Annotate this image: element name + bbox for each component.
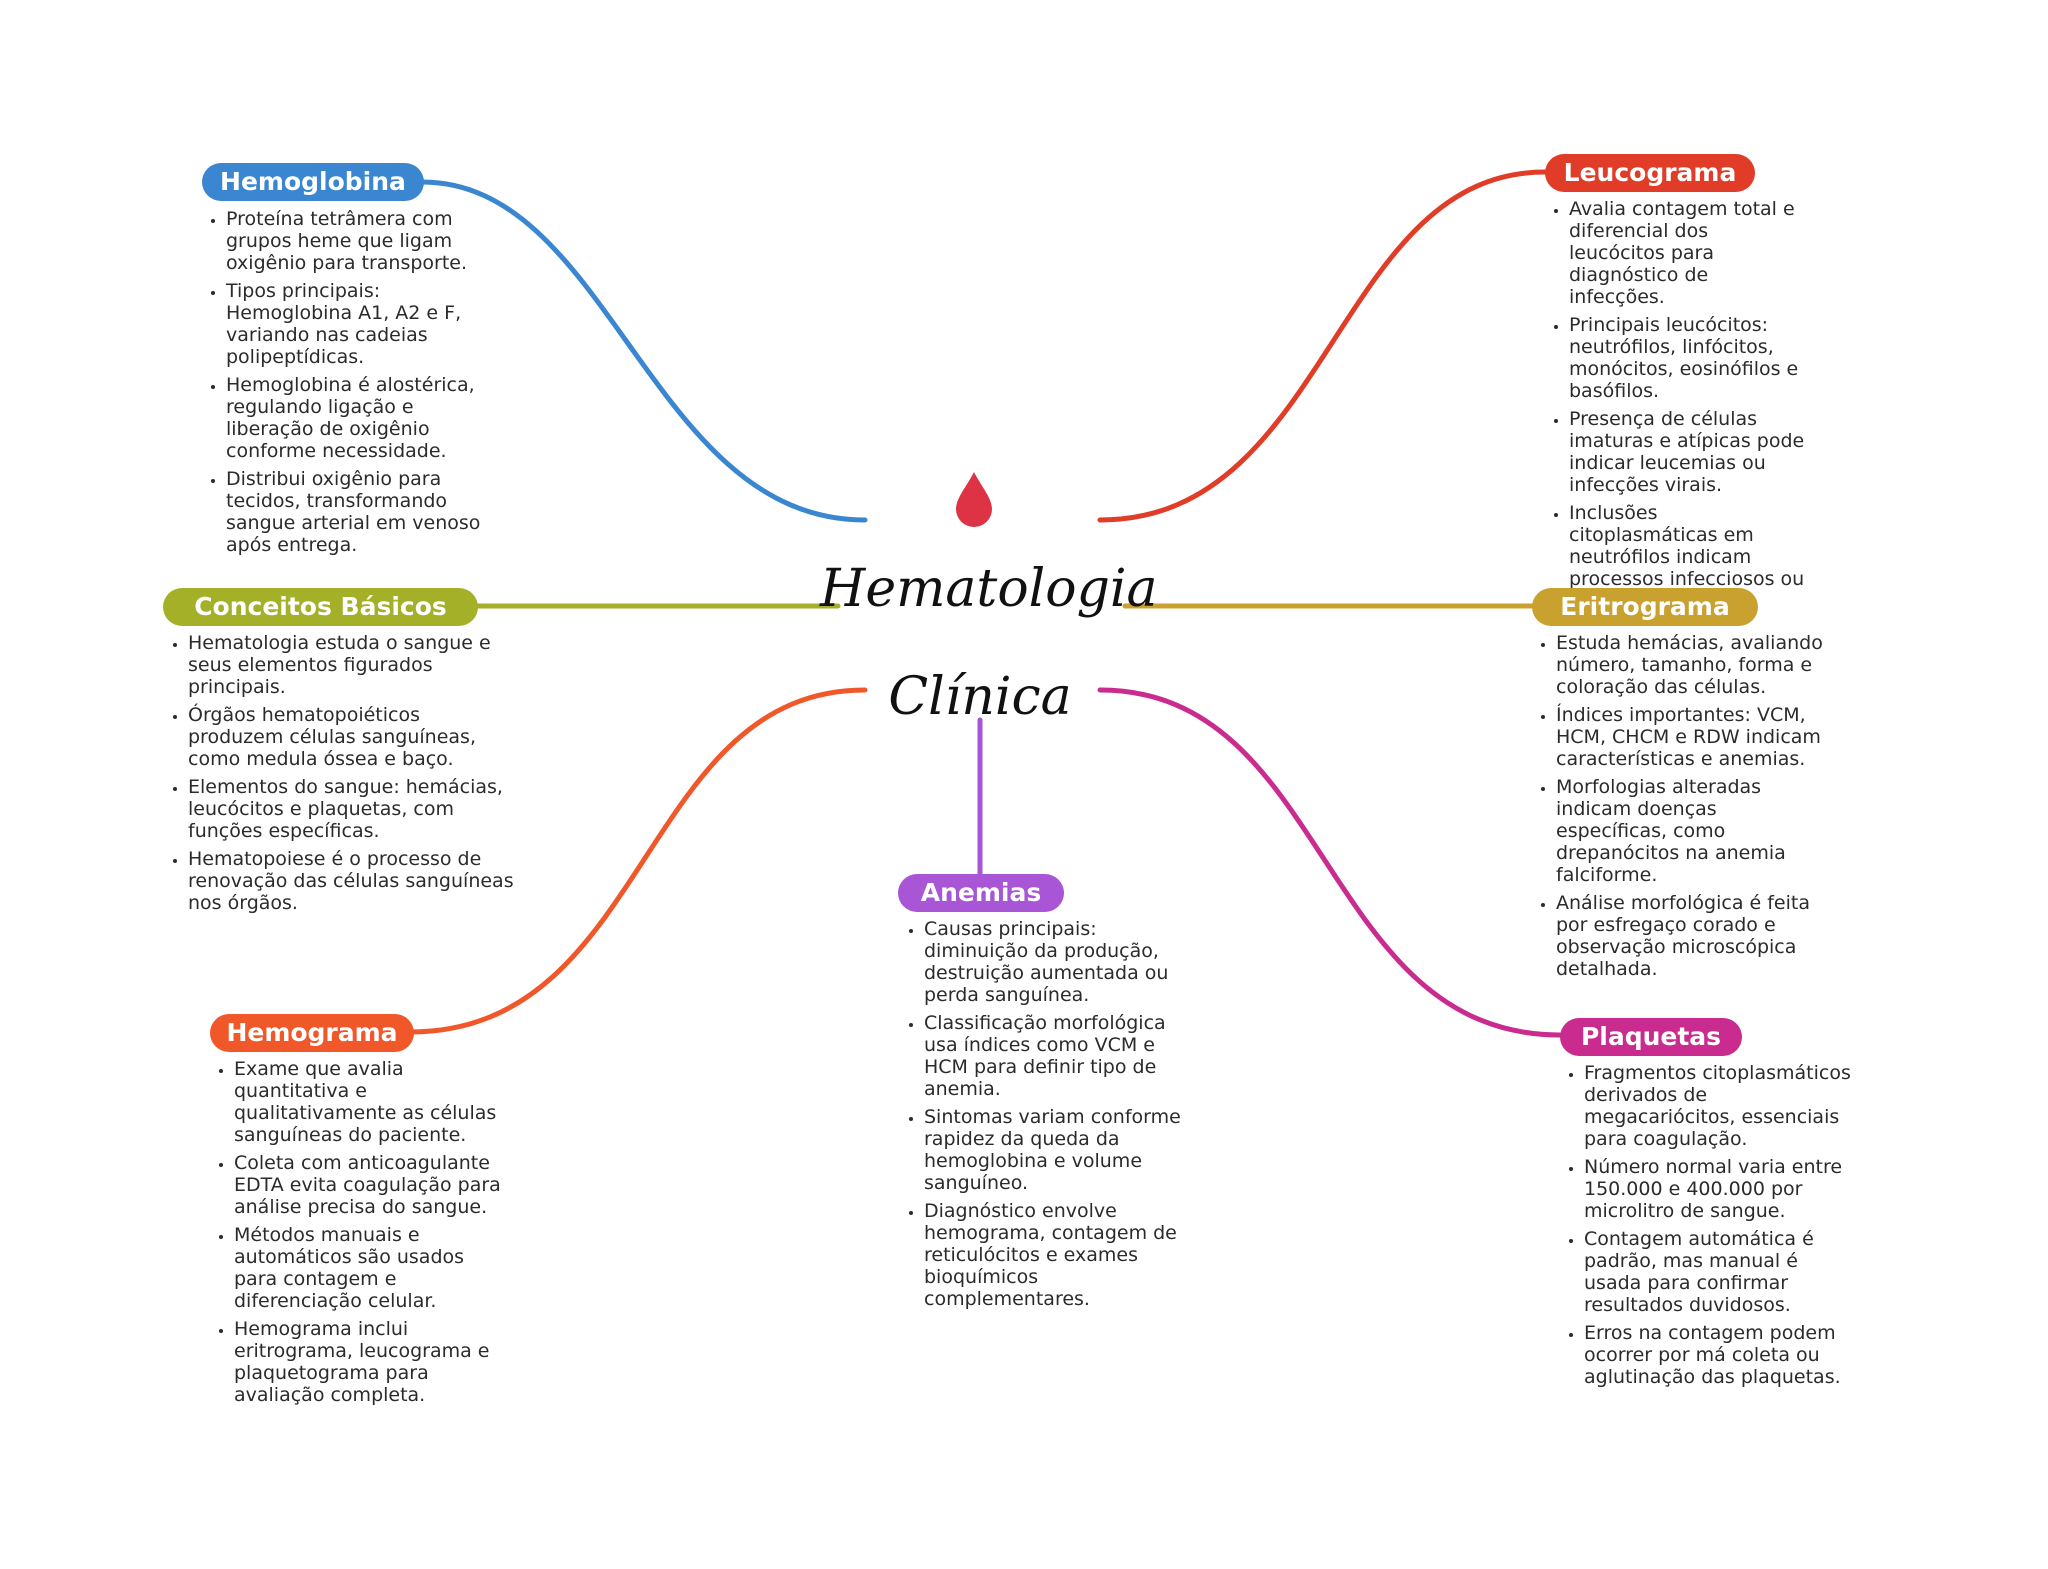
- central-topic-line1: Hematologia: [820, 559, 1158, 619]
- list-item: Hemograma inclui eritrograma, leucograma…: [234, 1318, 504, 1406]
- central-topic[interactable]: Hematologia Clínica: [820, 535, 1158, 751]
- list-item: Coleta com anticoagulante EDTA evita coa…: [234, 1152, 504, 1218]
- list-item: Sintomas variam conforme rapidez da qued…: [924, 1106, 1194, 1194]
- topic-plaquetas[interactable]: Plaquetas: [1560, 1018, 1742, 1056]
- list-item: Erros na contagem podem ocorrer por má c…: [1584, 1322, 1854, 1388]
- list-item: Hematopoiese é o processo de renovação d…: [188, 848, 518, 914]
- topic-leucograma[interactable]: Leucograma: [1545, 154, 1755, 192]
- connector-hemoglobina: [419, 179, 868, 523]
- notes-anemias: Causas principais: diminuição da produçã…: [900, 918, 1194, 1316]
- topic-anemias[interactable]: Anemias: [898, 874, 1064, 912]
- list-item: Proteína tetrâmera com grupos heme que l…: [226, 208, 486, 274]
- list-item: Fragmentos citoplasmáticos derivados de …: [1584, 1062, 1854, 1150]
- notes-leucograma: Avalia contagem total e diferencial dos …: [1545, 198, 1809, 618]
- notes-conceitos-basicos: Hematologia estuda o sangue e seus eleme…: [164, 632, 518, 920]
- topic-label: Conceitos Básicos: [194, 592, 447, 621]
- list-item: Presença de células imaturas e atípicas …: [1569, 408, 1809, 496]
- list-item: Elementos do sangue: hemácias, leucócito…: [188, 776, 518, 842]
- list-item: Morfologias alteradas indicam doenças es…: [1556, 776, 1826, 886]
- list-item: Principais leucócitos: neutrófilos, linf…: [1569, 314, 1809, 402]
- list-item: Exame que avalia quantitativa e qualitat…: [234, 1058, 504, 1146]
- list-item: Análise morfológica é feita por esfregaç…: [1556, 892, 1826, 980]
- central-topic-line2: Clínica: [888, 667, 1072, 727]
- list-item: Contagem automática é padrão, mas manual…: [1584, 1228, 1854, 1316]
- connector-leucograma: [1097, 169, 1548, 523]
- list-item: Número normal varia entre 150.000 e 400.…: [1584, 1156, 1854, 1222]
- topic-hemograma[interactable]: Hemograma: [210, 1014, 414, 1052]
- topic-label: Leucograma: [1563, 158, 1737, 187]
- notes-eritrograma: Estuda hemácias, avaliando número, taman…: [1532, 632, 1826, 986]
- topic-conceitos-basicos[interactable]: Conceitos Básicos: [163, 588, 478, 626]
- notes-plaquetas: Fragmentos citoplasmáticos derivados de …: [1560, 1062, 1854, 1394]
- list-item: Órgãos hematopoiéticos produzem células …: [188, 704, 518, 770]
- topic-label: Hemoglobina: [220, 167, 406, 196]
- connector-hemograma: [407, 687, 868, 1035]
- topic-label: Hemograma: [226, 1018, 398, 1047]
- topic-hemoglobina[interactable]: Hemoglobina: [202, 163, 424, 201]
- list-item: Distribui oxigênio para tecidos, transfo…: [226, 468, 486, 556]
- notes-hemograma: Exame que avalia quantitativa e qualitat…: [210, 1058, 504, 1412]
- list-item: Índices importantes: VCM, HCM, CHCM e RD…: [1556, 704, 1826, 770]
- list-item: Métodos manuais e automáticos são usados…: [234, 1224, 504, 1312]
- list-item: Diagnóstico envolve hemograma, contagem …: [924, 1200, 1194, 1310]
- list-item: Hemoglobina é alostérica, regulando liga…: [226, 374, 486, 462]
- list-item: Causas principais: diminuição da produçã…: [924, 918, 1194, 1006]
- list-item: Hematologia estuda o sangue e seus eleme…: [188, 632, 518, 698]
- list-item: Avalia contagem total e diferencial dos …: [1569, 198, 1809, 308]
- topic-eritrograma[interactable]: Eritrograma: [1532, 588, 1758, 626]
- list-item: Tipos principais: Hemoglobina A1, A2 e F…: [226, 280, 486, 368]
- list-item: Estuda hemácias, avaliando número, taman…: [1556, 632, 1826, 698]
- topic-label: Plaquetas: [1580, 1022, 1722, 1051]
- connector-plaquetas: [1097, 687, 1563, 1038]
- notes-hemoglobina: Proteína tetrâmera com grupos heme que l…: [202, 208, 486, 562]
- topic-label: Eritrograma: [1560, 592, 1730, 621]
- blood-drop-icon: [956, 472, 992, 527]
- list-item: Classificação morfológica usa índices co…: [924, 1012, 1194, 1100]
- topic-label: Anemias: [920, 878, 1042, 907]
